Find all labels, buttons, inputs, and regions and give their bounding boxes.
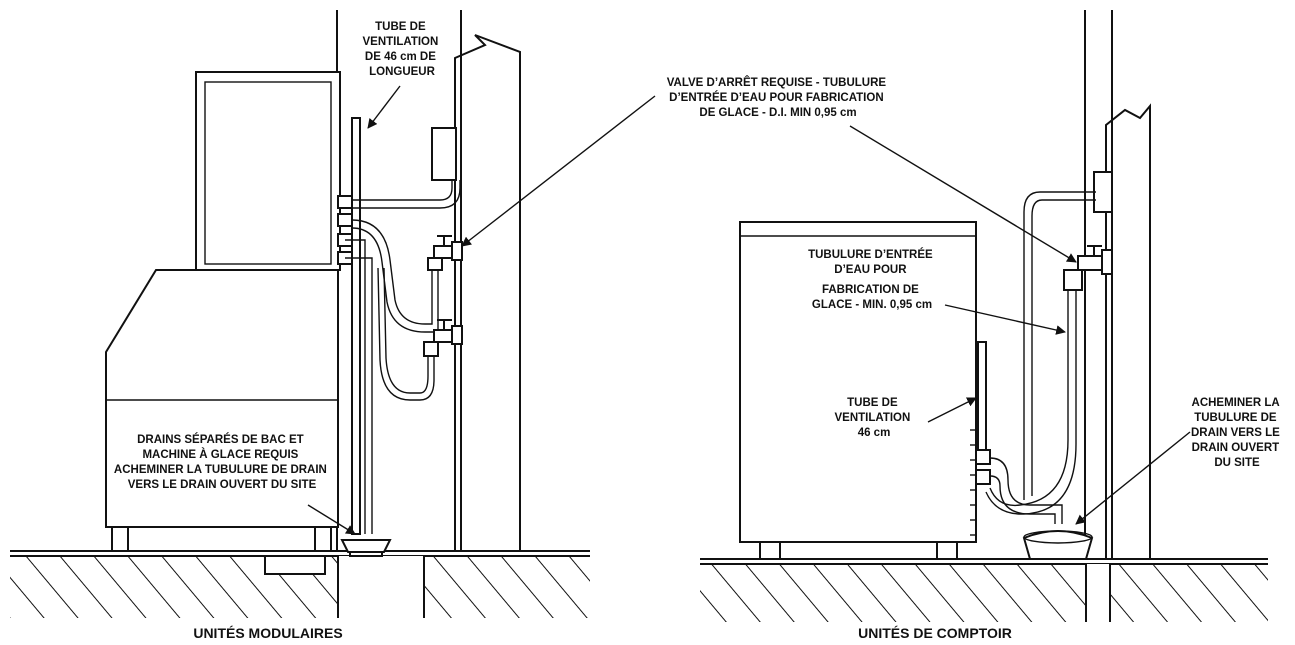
label-shutoff-valve: VALVE D’ARRÊT REQUISE - TUBULURE D’ENTRÉ… xyxy=(667,76,890,119)
cabinet-vent-grille xyxy=(970,429,976,536)
rear-fittings xyxy=(975,449,991,485)
caption-modular: UNITÉS MODULAIRES xyxy=(193,625,342,641)
water-lines-modular xyxy=(351,180,461,401)
label-water-inlet-tubing: TUBULURE D’ENTRÉE D’EAU POUR FABRICATION… xyxy=(808,248,936,311)
floor-right xyxy=(700,558,1268,622)
label-vent-tube-counter: TUBE DE VENTILATION 46 cm xyxy=(834,397,913,439)
countertop-cabinet xyxy=(739,221,977,560)
vent-tube-counter xyxy=(977,341,987,461)
wall-right xyxy=(1084,10,1151,559)
vent-tube-modular xyxy=(351,117,361,535)
label-route-drain: ACHEMINER LA TUBULURE DE DRAIN VERS LE D… xyxy=(1191,397,1283,469)
modular-unit-illustration xyxy=(10,10,590,620)
electrical-box-right xyxy=(1093,171,1113,213)
storage-bin xyxy=(105,269,339,552)
drain-tubes-modular xyxy=(345,239,373,534)
floor-drain-left xyxy=(340,539,392,557)
label-vent-tube-modular: TUBE DE VENTILATION DE 46 cm DE LONGUEUR xyxy=(362,21,441,78)
water-line-counter xyxy=(985,191,1096,515)
ice-machine-head xyxy=(195,71,341,271)
electrical-box-left xyxy=(431,127,457,181)
countertop-unit-illustration xyxy=(700,10,1268,622)
leader-arrows xyxy=(307,85,1191,535)
shutoff-valve-upper xyxy=(427,235,463,271)
shutoff-valve-lower xyxy=(423,319,463,357)
floor-left xyxy=(10,550,590,620)
caption-countertop: UNITÉS DE COMPTOIR xyxy=(858,625,1012,641)
floor-drain-right xyxy=(1022,530,1094,560)
shutoff-valve-counter xyxy=(1063,245,1113,291)
label-separate-drains: DRAINS SÉPARÉS DE BAC ET MACHINE À GLACE… xyxy=(114,433,330,491)
